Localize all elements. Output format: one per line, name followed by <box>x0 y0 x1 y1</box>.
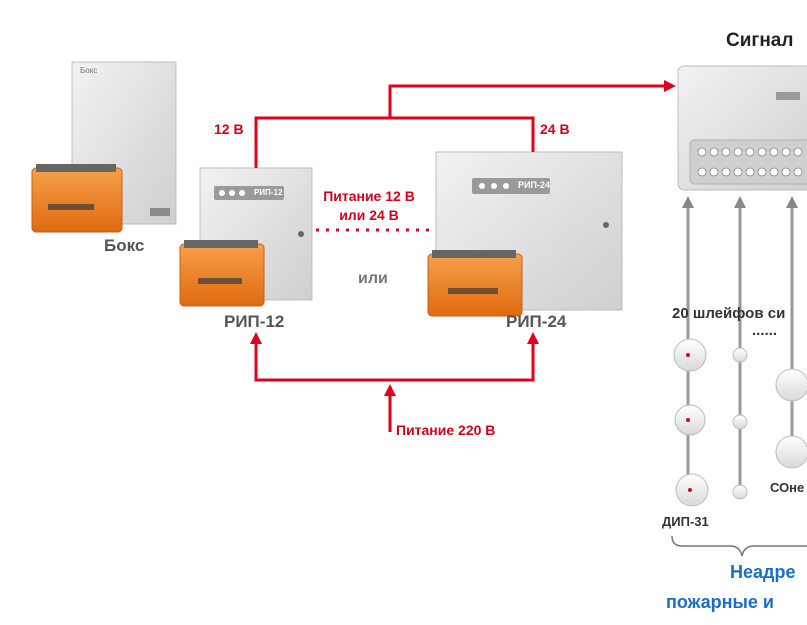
arrowheads <box>250 80 676 396</box>
sone-label: СОне <box>770 480 805 495</box>
rip12-plate: РИП-12 <box>254 188 283 197</box>
loops-label: 20 шлейфов си <box>672 305 786 322</box>
power-12-24-label-line2: или 24 В <box>339 207 399 223</box>
detectors-sone <box>775 368 807 469</box>
power-12-24-label-line1: Питание 12 В <box>323 188 415 204</box>
arrow-to-loop <box>384 384 396 396</box>
or-label: или <box>358 270 388 287</box>
rip24-caption: РИП-24 <box>506 312 567 331</box>
arrow-to-signal <box>664 80 676 92</box>
power-220-label: Питание 220 В <box>396 422 496 438</box>
fire-detectors-label: пожарные и <box>666 592 774 612</box>
signal-title: Сигнал <box>726 30 794 51</box>
group-brace <box>671 535 807 557</box>
wire-220-loop <box>254 340 535 382</box>
arrow-to-rip24 <box>527 332 539 344</box>
detectors-small <box>732 347 748 500</box>
voltage-24-label: 24 В <box>540 121 570 137</box>
rip24-battery <box>427 250 523 317</box>
loop-arrows <box>682 196 798 208</box>
arrow-to-rip12 <box>250 332 262 344</box>
wire-to-signal <box>388 84 668 118</box>
rip12-battery <box>179 240 265 307</box>
nonaddressable-label: Неадре <box>730 562 796 582</box>
loops-dots: ...... <box>752 322 778 339</box>
box-caption: Бокс <box>104 236 145 255</box>
rip12-caption: РИП-12 <box>224 312 285 331</box>
power-wires <box>254 84 668 432</box>
box-battery <box>31 164 123 233</box>
wire-rip12-up <box>254 116 535 168</box>
rip24-plate: РИП-24 <box>518 180 550 190</box>
detectors-dip31 <box>673 338 709 507</box>
voltage-12-label: 12 В <box>214 121 244 137</box>
box-plate: Бокс <box>80 66 98 75</box>
dip31-label: ДИП-31 <box>662 514 709 529</box>
signal-panel <box>677 65 807 191</box>
